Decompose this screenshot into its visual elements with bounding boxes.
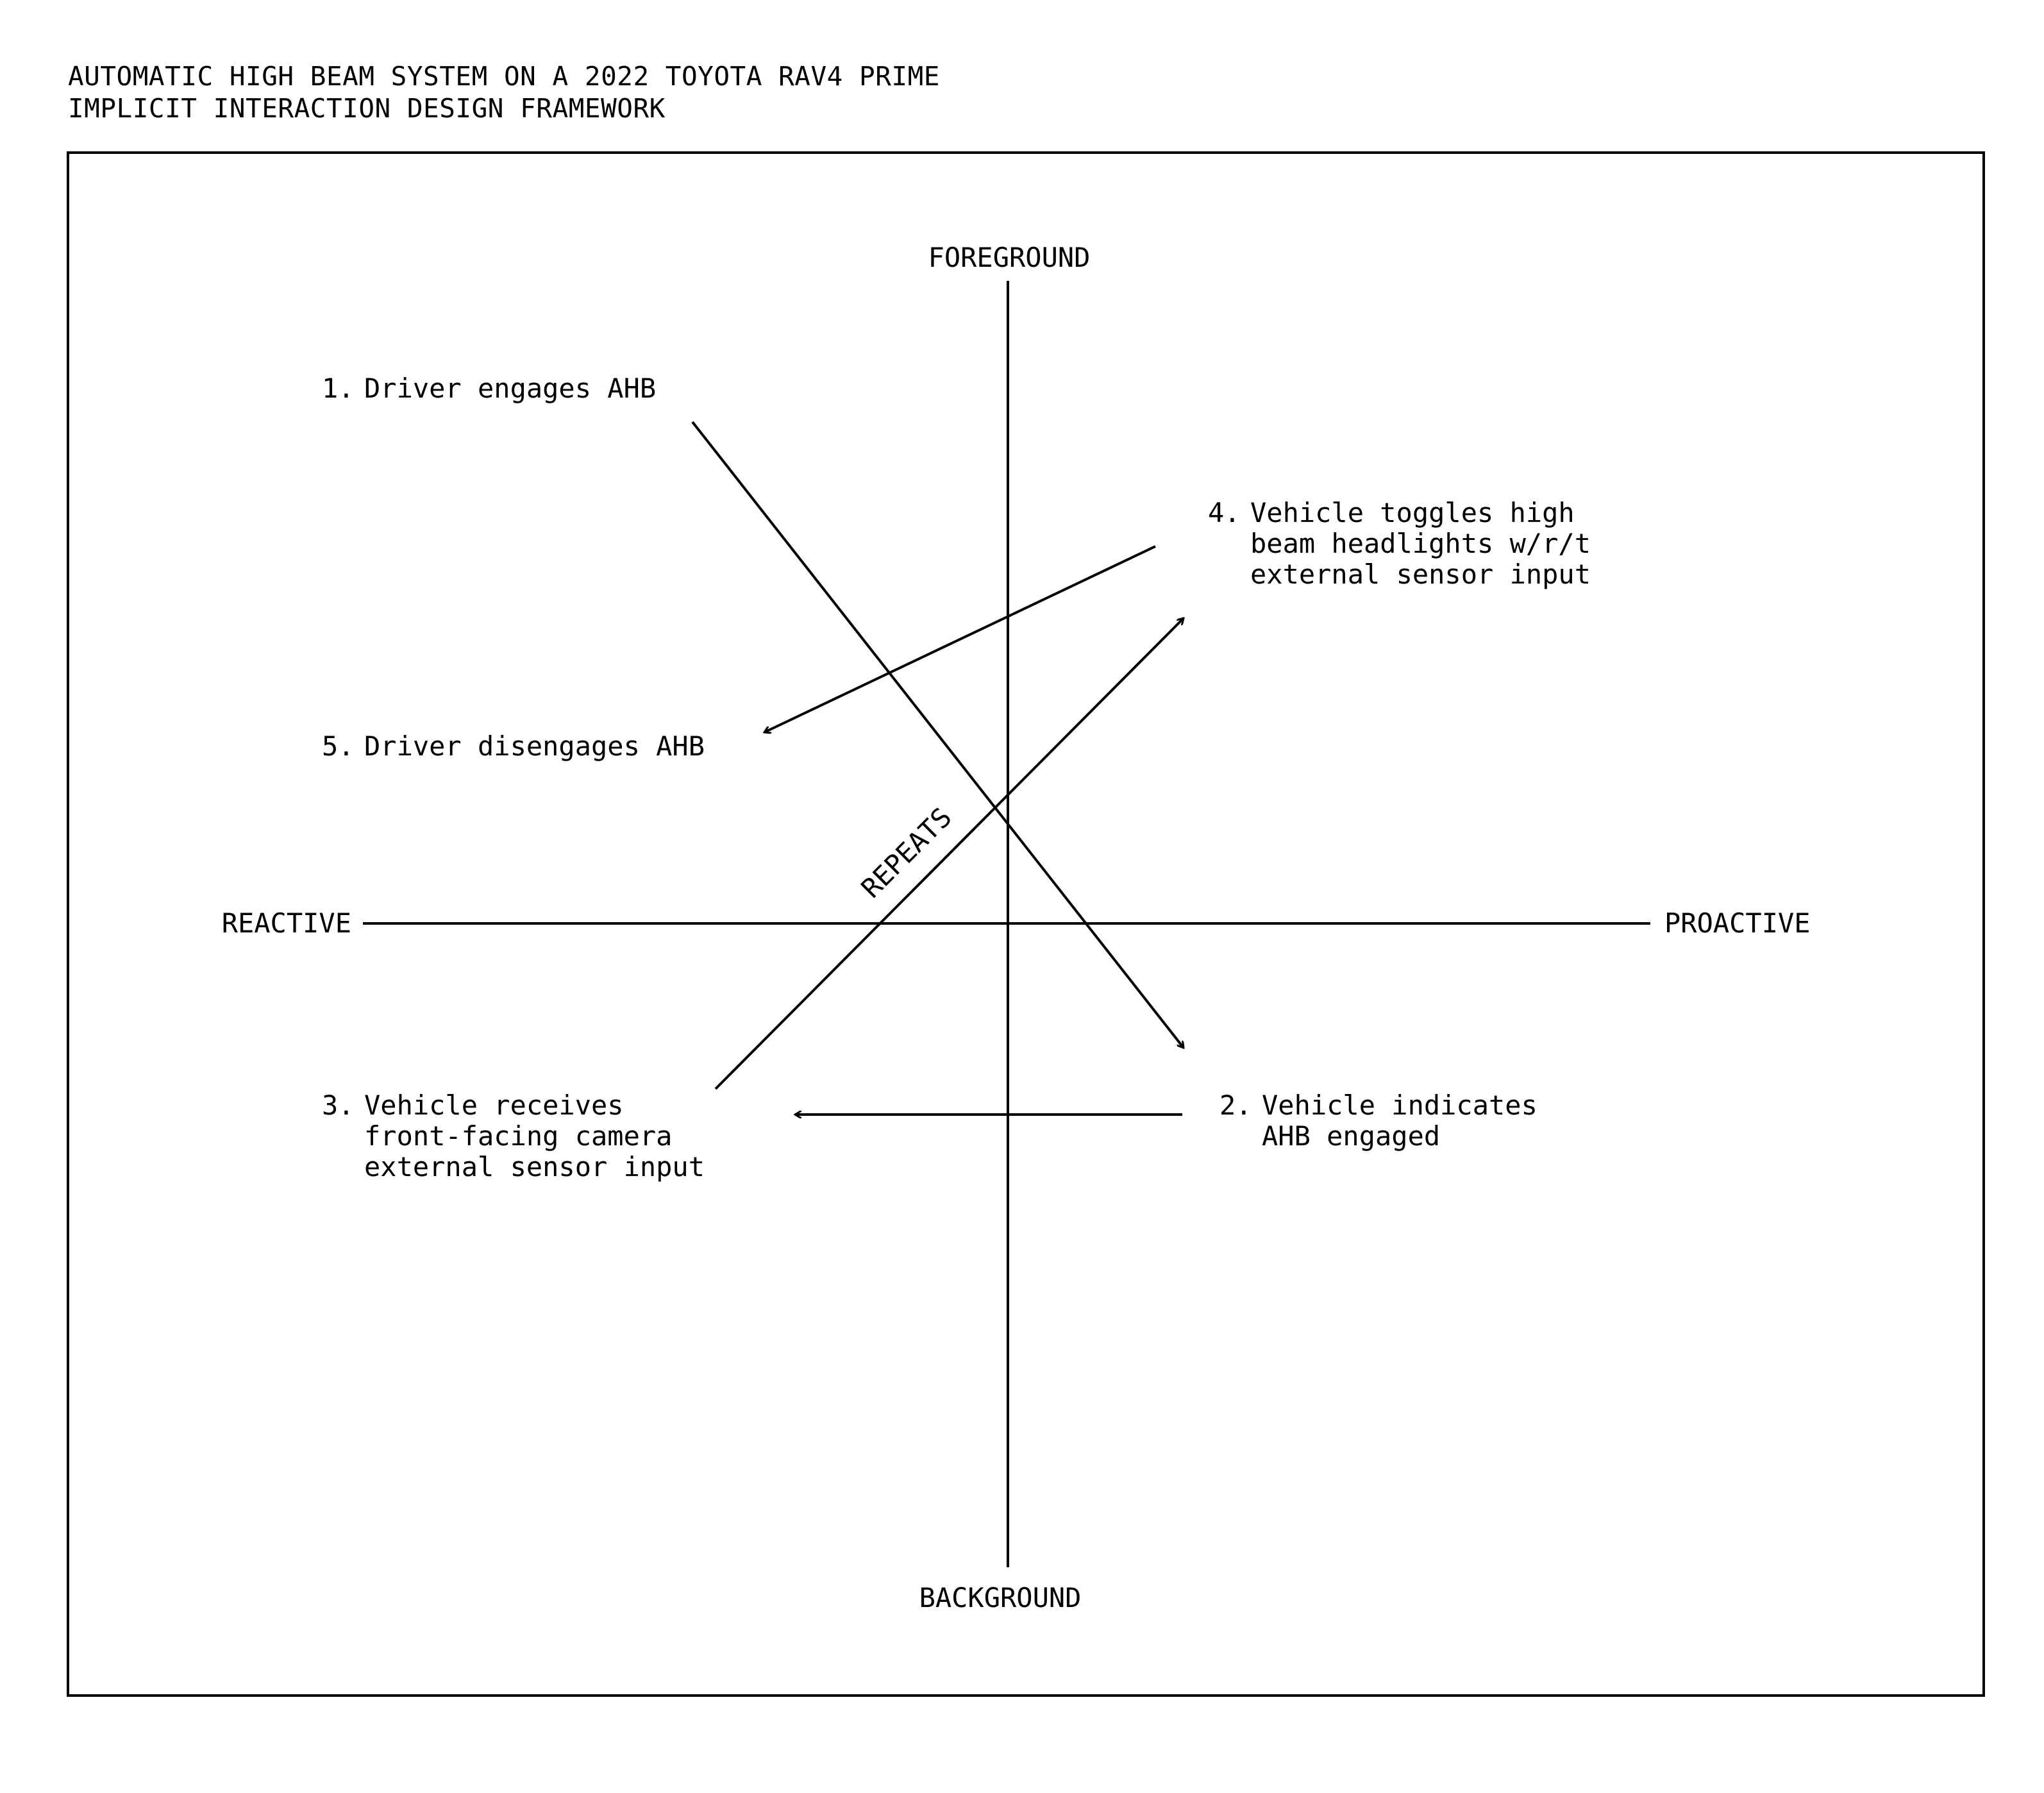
arrow-step4-to-step5 <box>764 545 1156 732</box>
step-4: 4. Vehicle toggles high beam headlights … <box>1208 497 1591 590</box>
axis-label-background: BACKGROUND <box>919 1582 1082 1613</box>
axis-label-proactive: PROACTIVE <box>1664 907 1811 939</box>
flow-arrows <box>691 421 1184 1115</box>
step-5-number: 5. <box>322 730 355 762</box>
step-2-line-1: Vehicle indicates <box>1262 1090 1537 1121</box>
diagram-title: AUTOMATIC HIGH BEAM SYSTEM ON A 2022 TOY… <box>68 60 940 124</box>
step-4-line-2: beam headlights w/r/t <box>1250 528 1591 559</box>
title-line-2: IMPLICIT INTERACTION DESIGN FRAMEWORK <box>68 93 666 124</box>
axis-label-reactive: REACTIVE <box>222 907 351 939</box>
step-1: 1. Driver engages AHB <box>322 373 656 404</box>
title-line-1: AUTOMATIC HIGH BEAM SYSTEM ON A 2022 TOY… <box>68 61 940 92</box>
axis-label-foreground: FOREGROUND <box>928 242 1091 273</box>
arrow-step3-to-step4 <box>714 618 1184 1090</box>
step-3-number: 3. <box>322 1090 355 1121</box>
step-5: 5. Driver disengages AHB <box>322 730 705 762</box>
step-4-line-3: external sensor input <box>1250 559 1591 590</box>
step-3: 3. Vehicle receives front-facing camera … <box>322 1090 705 1183</box>
diagram-frame <box>67 151 1985 1697</box>
step-2-line-2: AHB engaged <box>1262 1120 1440 1152</box>
arrow-step1-to-step2 <box>691 421 1184 1048</box>
step-4-line-1: Vehicle toggles high <box>1250 497 1575 528</box>
step-3-line-3: external sensor input <box>364 1151 705 1183</box>
step-5-line-1: Driver disengages AHB <box>364 730 705 762</box>
step-1-line-1: Driver engages AHB <box>364 373 656 404</box>
step-3-line-2: front-facing camera <box>364 1120 672 1152</box>
step-4-number: 4. <box>1208 497 1241 528</box>
step-2: 2. Vehicle indicates AHB engaged <box>1219 1090 1537 1152</box>
step-3-line-1: Vehicle receives <box>364 1090 624 1121</box>
repeats-label: REPEATS <box>855 802 958 904</box>
step-2-number: 2. <box>1219 1090 1252 1121</box>
step-1-number: 1. <box>322 373 355 404</box>
